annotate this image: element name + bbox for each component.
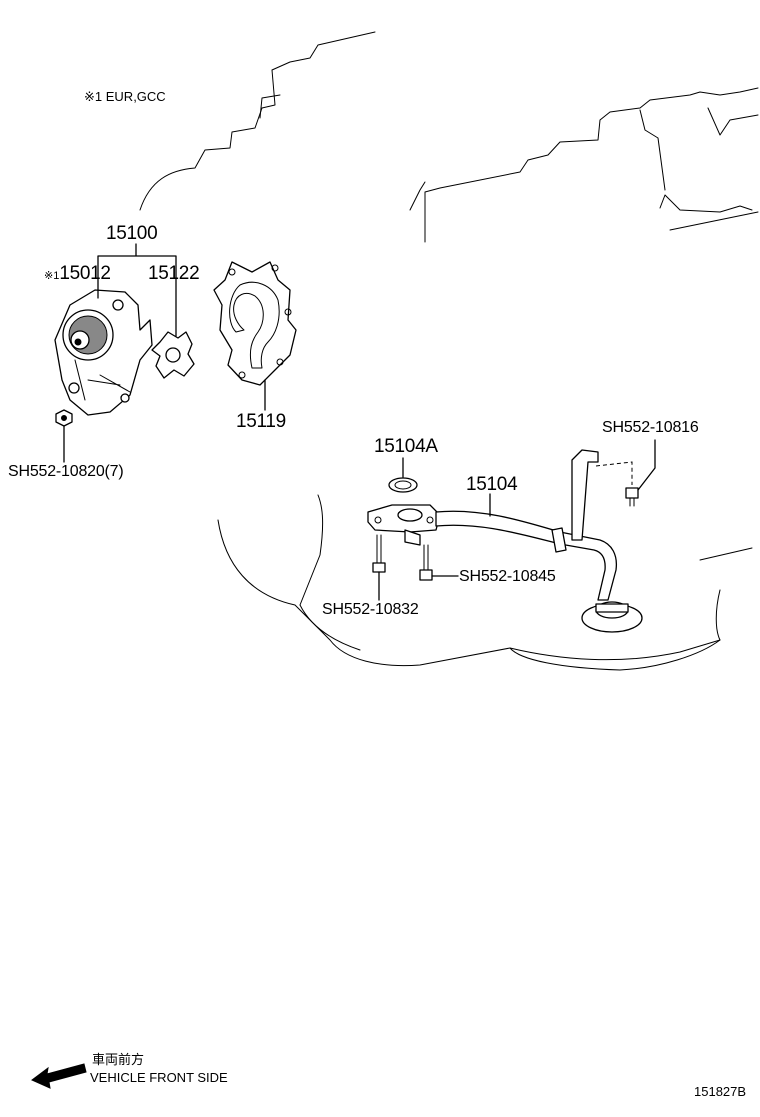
label-15104[interactable]: 15104 xyxy=(466,474,518,495)
label-15104a[interactable]: 15104A xyxy=(374,436,438,457)
bolt-sh552-10845 xyxy=(419,544,433,581)
direction-text-en: VEHICLE FRONT SIDE xyxy=(90,1070,228,1085)
region-note-mark: ※1 xyxy=(84,89,103,104)
label-15122[interactable]: 15122 xyxy=(148,263,200,284)
oil-strainer-15104 xyxy=(367,449,643,633)
bolt-sh552-10820 xyxy=(55,409,73,427)
region-note-text: EUR,GCC xyxy=(105,89,166,104)
oil-pump-body-15012 xyxy=(54,289,153,416)
front-direction-arrow xyxy=(31,1063,87,1089)
label-sh552-10845[interactable]: SH552-10845 xyxy=(459,568,556,585)
region-note: ※1 EUR,GCC xyxy=(84,90,166,103)
label-15100[interactable]: 15100 xyxy=(106,223,158,244)
bolt-sh552-10832 xyxy=(372,534,386,573)
gasket-15119 xyxy=(213,261,297,386)
label-sh552-10816[interactable]: SH552-10816 xyxy=(602,419,699,436)
figure-id: 151827B xyxy=(694,1084,747,1099)
oil-pan-outline xyxy=(217,494,753,671)
oring-15104a xyxy=(388,477,418,493)
direction-text-jp: 車両前方 xyxy=(92,1052,145,1067)
engine-block-outline xyxy=(139,31,759,243)
label-15012-mark: ※1 xyxy=(44,270,60,282)
label-15012-number: 15012 xyxy=(59,263,111,284)
rotor-15122 xyxy=(151,331,195,379)
label-sh552-10820[interactable]: SH552-10820(7) xyxy=(8,463,124,480)
leader-lines xyxy=(63,243,656,601)
label-15119[interactable]: 15119 xyxy=(236,411,286,432)
label-sh552-10832[interactable]: SH552-10832 xyxy=(322,601,419,618)
bolt-sh552-10816 xyxy=(595,461,639,507)
label-15012[interactable]: ※115012 xyxy=(44,264,111,283)
